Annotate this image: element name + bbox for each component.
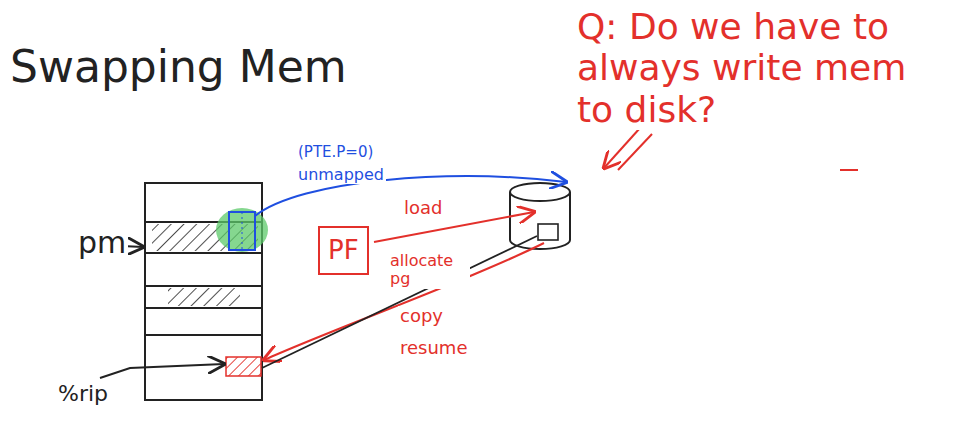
pointer-label: pm — [76, 226, 128, 261]
mapping-line — [262, 236, 537, 368]
step-label: allocate pg — [388, 252, 470, 289]
disk-symbol — [510, 183, 570, 249]
underline-mark — [840, 169, 858, 171]
rip-arrow — [100, 364, 224, 378]
question-arrow — [618, 134, 652, 170]
step-label: resume — [398, 338, 469, 359]
register-label: %rip — [56, 381, 110, 406]
step-label: copy — [398, 306, 445, 327]
question-arrow — [604, 128, 640, 168]
step-label: load — [402, 198, 444, 219]
slide-title: Swapping Mem — [8, 42, 349, 93]
question-note: Q: Do we have to always write mem to dis… — [575, 6, 924, 130]
fault-text: PF — [328, 236, 359, 265]
fault-box: PF — [318, 226, 369, 275]
state-note: unmapped — [296, 166, 386, 184]
copy-arrow — [264, 243, 544, 360]
load-arrow — [374, 212, 534, 242]
pte-note: (PTE.P=0) — [296, 144, 375, 161]
